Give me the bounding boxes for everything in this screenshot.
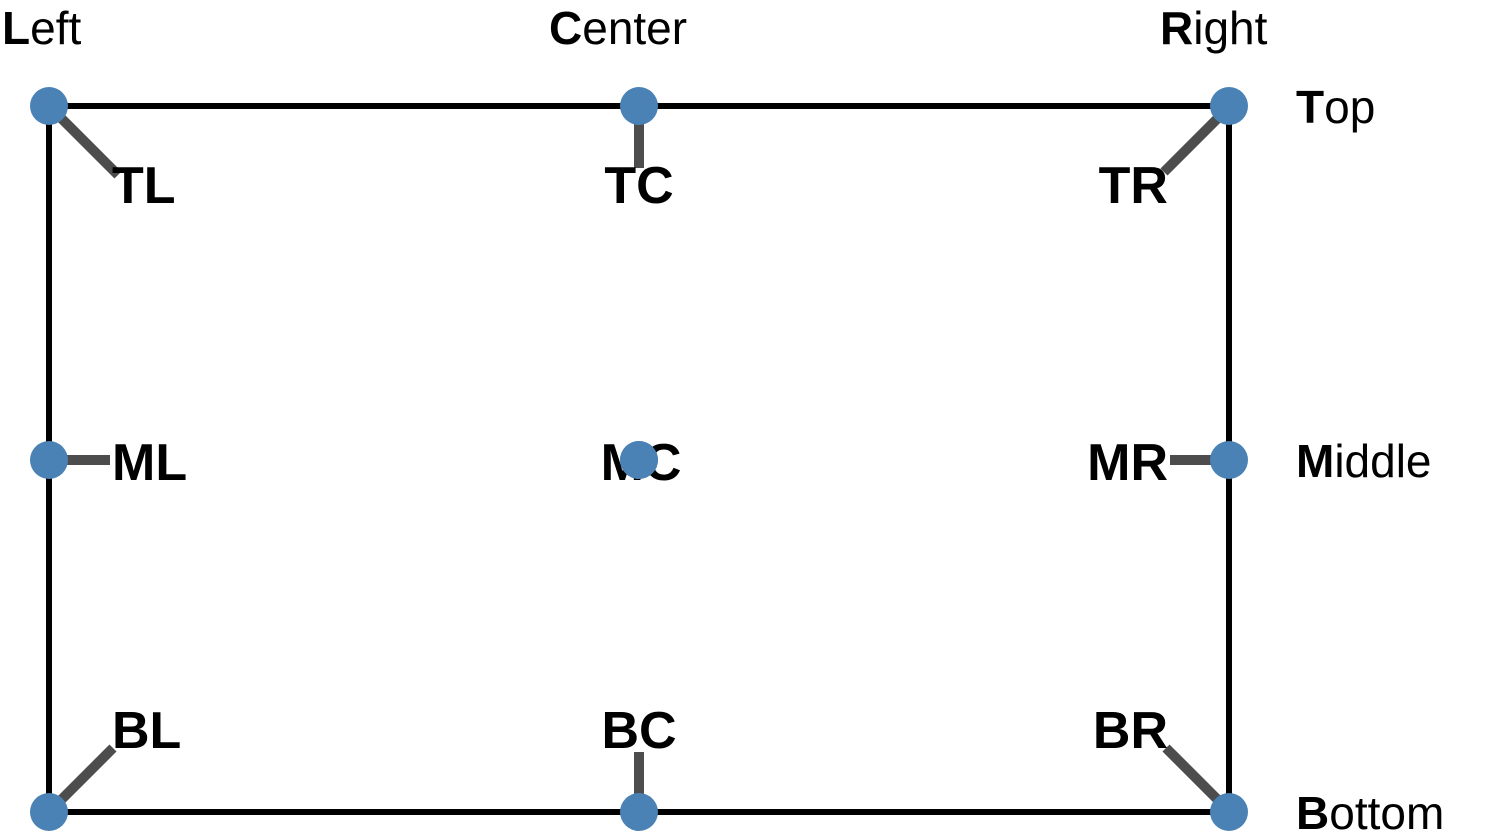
column-header-center-rest: enter: [582, 2, 687, 54]
column-header-left-accent: L: [2, 2, 30, 54]
anchor-dot-mc-overlay[interactable]: [620, 441, 658, 479]
row-header-top: Top: [1296, 81, 1375, 133]
column-header-center: Center: [549, 2, 687, 54]
anchor-label-mr: MR: [1087, 434, 1168, 492]
row-header-middle-rest: iddle: [1334, 435, 1431, 487]
anchor-label-bl: BL: [112, 702, 181, 760]
anchor-dot-br[interactable]: [1210, 793, 1248, 831]
anchor-label-tc: TC: [604, 157, 673, 215]
anchor-label-tl: TL: [112, 157, 176, 215]
column-header-right: Right: [1160, 2, 1268, 54]
row-header-bottom-accent: B: [1296, 787, 1329, 839]
row-header-top-accent: T: [1296, 81, 1324, 133]
anchor-dot-bc[interactable]: [620, 793, 658, 831]
leader-line-tr: [1160, 111, 1225, 176]
column-header-right-accent: R: [1160, 2, 1193, 54]
anchor-dot-mr[interactable]: [1210, 441, 1248, 479]
leader-line-tl: [54, 111, 122, 179]
column-header-center-accent: C: [549, 2, 582, 54]
leader-line-bl: [54, 744, 117, 807]
anchor-label-ml: ML: [112, 434, 187, 492]
anchor-label-br: BR: [1093, 702, 1168, 760]
anchor-dot-tr[interactable]: [1210, 87, 1248, 125]
row-header-middle: Middle: [1296, 435, 1432, 487]
column-header-left-rest: eft: [30, 2, 81, 54]
row-header-bottom-rest: ottom: [1329, 787, 1444, 839]
row-header-bottom: Bottom: [1296, 787, 1444, 839]
leader-line-br: [1162, 744, 1225, 807]
anchor-label-bc: BC: [601, 702, 676, 760]
anchor-dot-tl[interactable]: [30, 87, 68, 125]
anchor-label-tr: TR: [1099, 157, 1168, 215]
anchor-dot-ml[interactable]: [30, 441, 68, 479]
row-header-top-rest: op: [1324, 81, 1375, 133]
column-header-right-rest: ight: [1193, 2, 1267, 54]
anchor-dot-bl[interactable]: [30, 793, 68, 831]
column-header-left: Left: [2, 2, 81, 54]
anchor-dot-tc[interactable]: [620, 87, 658, 125]
row-header-middle-accent: M: [1296, 435, 1334, 487]
